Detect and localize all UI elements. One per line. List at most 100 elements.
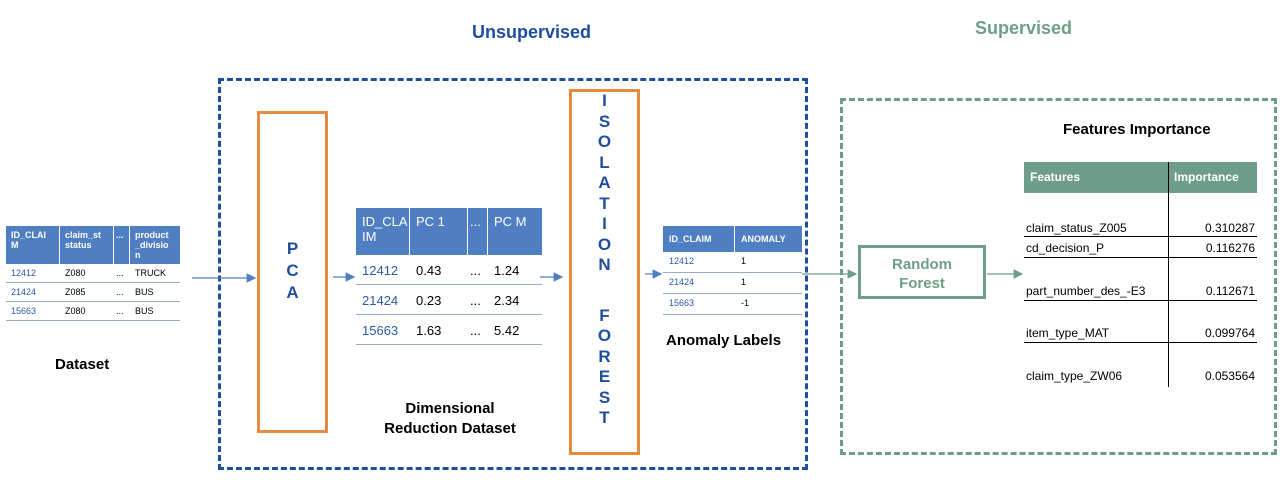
table-row: 21424 1 [663, 273, 802, 294]
feature-importance: 0.112671 [1205, 284, 1255, 298]
iso-letter: F [599, 305, 610, 325]
pca-letter: C [286, 261, 299, 280]
table-header: ID_CLAI M claim_st status ... product _d… [6, 226, 180, 264]
cell: 0.43 [416, 263, 442, 278]
cell: 15663 [11, 306, 37, 316]
cell: 5.42 [494, 323, 520, 338]
feature-importance: 0.116276 [1205, 241, 1255, 255]
anomaly-labels-label: Anomaly Labels [666, 332, 782, 349]
feature-name: claim_status_Z005 [1026, 221, 1127, 235]
table-row: 15663 Z080 ... BUS [6, 302, 180, 321]
table-row: 15663 -1 [663, 294, 802, 315]
header-cell: ANOMALY [741, 234, 786, 244]
cell: BUS [135, 306, 154, 316]
iso-letter: R [598, 346, 611, 366]
cell: 0.23 [416, 293, 442, 308]
iso-letter: A [598, 173, 611, 192]
header-cell: product _divisio n [135, 230, 169, 260]
iso-letter: I [602, 91, 607, 110]
cell: 12412 [11, 268, 37, 278]
table-row: claim_status_Z005 0.310287 [1024, 221, 1257, 235]
table-row: item_type_MAT 0.099764 [1024, 326, 1257, 340]
iso-letter: O [597, 326, 612, 345]
feature-importance: 0.310287 [1204, 221, 1255, 235]
features-importance-title: Features Importance [1063, 121, 1211, 138]
feature-name: cd_decision_P [1026, 241, 1105, 255]
feature-importance: 0.099764 [1204, 326, 1255, 340]
features-importance-table: Features Importance [1024, 162, 1257, 193]
iso-letter: S [598, 111, 611, 131]
feature-name: item_type_MAT [1026, 326, 1110, 340]
table-row: cd_decision_P 0.116276 [1024, 241, 1257, 255]
iso-letter: T [599, 193, 610, 213]
cell: ... [470, 293, 481, 308]
label-line: Reduction Dataset [384, 420, 516, 437]
cell: ... [116, 306, 124, 316]
row-divider [1024, 236, 1257, 237]
header-cell: PC 1 [410, 208, 468, 255]
dimensional-reduction-table: ID_CLA IM PC 1 ... PC M 12412 0.43 ... 1… [356, 208, 542, 345]
row-divider [1024, 257, 1257, 258]
cell: 12412 [362, 263, 399, 278]
isolation-forest-label: I S O L A T I O N F O R E S T [569, 92, 640, 430]
iso-letter: O [597, 132, 612, 151]
cell: 1 [741, 256, 747, 266]
cell: 1.63 [416, 323, 442, 338]
row-divider [1024, 300, 1257, 301]
table-header: ID_CLA IM PC 1 ... PC M [356, 208, 542, 255]
cell: 1 [741, 277, 747, 287]
cell: 1.24 [494, 263, 520, 278]
header-cell: Importance [1174, 170, 1239, 184]
isolation-forest-box [569, 89, 640, 455]
pca-box [257, 111, 328, 433]
cell: Z080 [65, 306, 86, 316]
cell: Z085 [65, 287, 86, 297]
cell: BUS [135, 287, 154, 297]
pca-letter: P [286, 239, 299, 258]
random-forest-box: Random Forest [858, 245, 986, 299]
iso-letter: S [598, 387, 611, 407]
pca-label: P C A [257, 240, 328, 306]
header-cell: ... [468, 208, 488, 255]
pca-letter: A [286, 283, 299, 302]
table-row: 15663 1.63 ... 5.42 [356, 315, 542, 345]
rf-line: Random [892, 256, 952, 273]
table-row: part_number_des_-E3 0.112671 [1024, 284, 1257, 298]
table-row: 12412 0.43 ... 1.24 [356, 255, 542, 285]
cell: 15663 [669, 298, 695, 308]
column-divider [1168, 162, 1169, 387]
dimensional-reduction-label: Dimensional Reduction Dataset [370, 399, 530, 439]
iso-letter: O [597, 234, 612, 254]
cell: -1 [741, 298, 750, 308]
cell: 21424 [669, 277, 695, 287]
table-row: 21424 Z085 ... BUS [6, 283, 180, 302]
table-row: claim_type_ZW06 0.053564 [1024, 369, 1257, 383]
cell: ... [470, 323, 481, 338]
iso-letter: E [598, 367, 611, 386]
cell: 21424 [11, 287, 37, 297]
table-header: Features Importance [1024, 162, 1257, 193]
cell: ... [116, 268, 124, 278]
unsupervised-title: Unsupervised [472, 22, 592, 42]
iso-letter: L [599, 152, 610, 172]
iso-letter: N [598, 255, 611, 274]
supervised-title: Supervised [975, 18, 1073, 38]
header-cell: ... [114, 226, 130, 264]
cell: TRUCK [135, 268, 166, 278]
header-cell: ID_CLA IM [356, 208, 410, 255]
header-cell: ID_CLAIM [663, 226, 735, 252]
header-cell: Features [1030, 170, 1081, 184]
cell: ... [116, 287, 124, 297]
cell: 21424 [362, 293, 399, 308]
label-line: Dimensional [405, 400, 495, 417]
table-row: 12412 Z080 ... TRUCK [6, 264, 180, 283]
feature-importance: 0.053564 [1204, 369, 1255, 383]
feature-name: part_number_des_-E3 [1026, 284, 1146, 298]
feature-name: claim_type_ZW06 [1026, 369, 1123, 383]
iso-letter: I [602, 214, 607, 233]
cell: 15663 [362, 323, 399, 338]
header-cell: claim_st status [60, 226, 114, 264]
cell: Z080 [65, 268, 86, 278]
rf-line: Forest [899, 275, 945, 292]
